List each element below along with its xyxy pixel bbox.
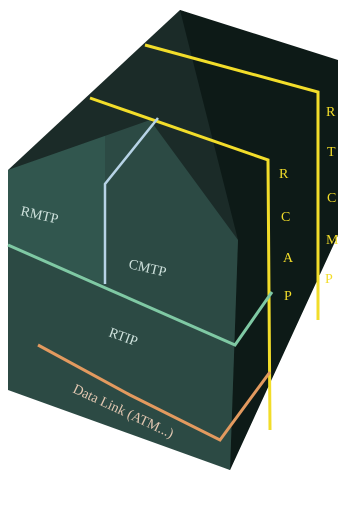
rcap-letter: R [279,167,289,182]
rtcmp-letter: M [326,233,338,248]
rtcmp-letter: T [327,145,336,160]
rcap-letter: C [281,210,290,225]
rcap-letter: P [284,289,292,304]
rcap-letter: A [283,251,294,266]
rtcmp-letter: R [326,105,336,120]
rtcmp-letter: C [327,191,336,206]
rtcmp-letter: P [325,272,333,287]
